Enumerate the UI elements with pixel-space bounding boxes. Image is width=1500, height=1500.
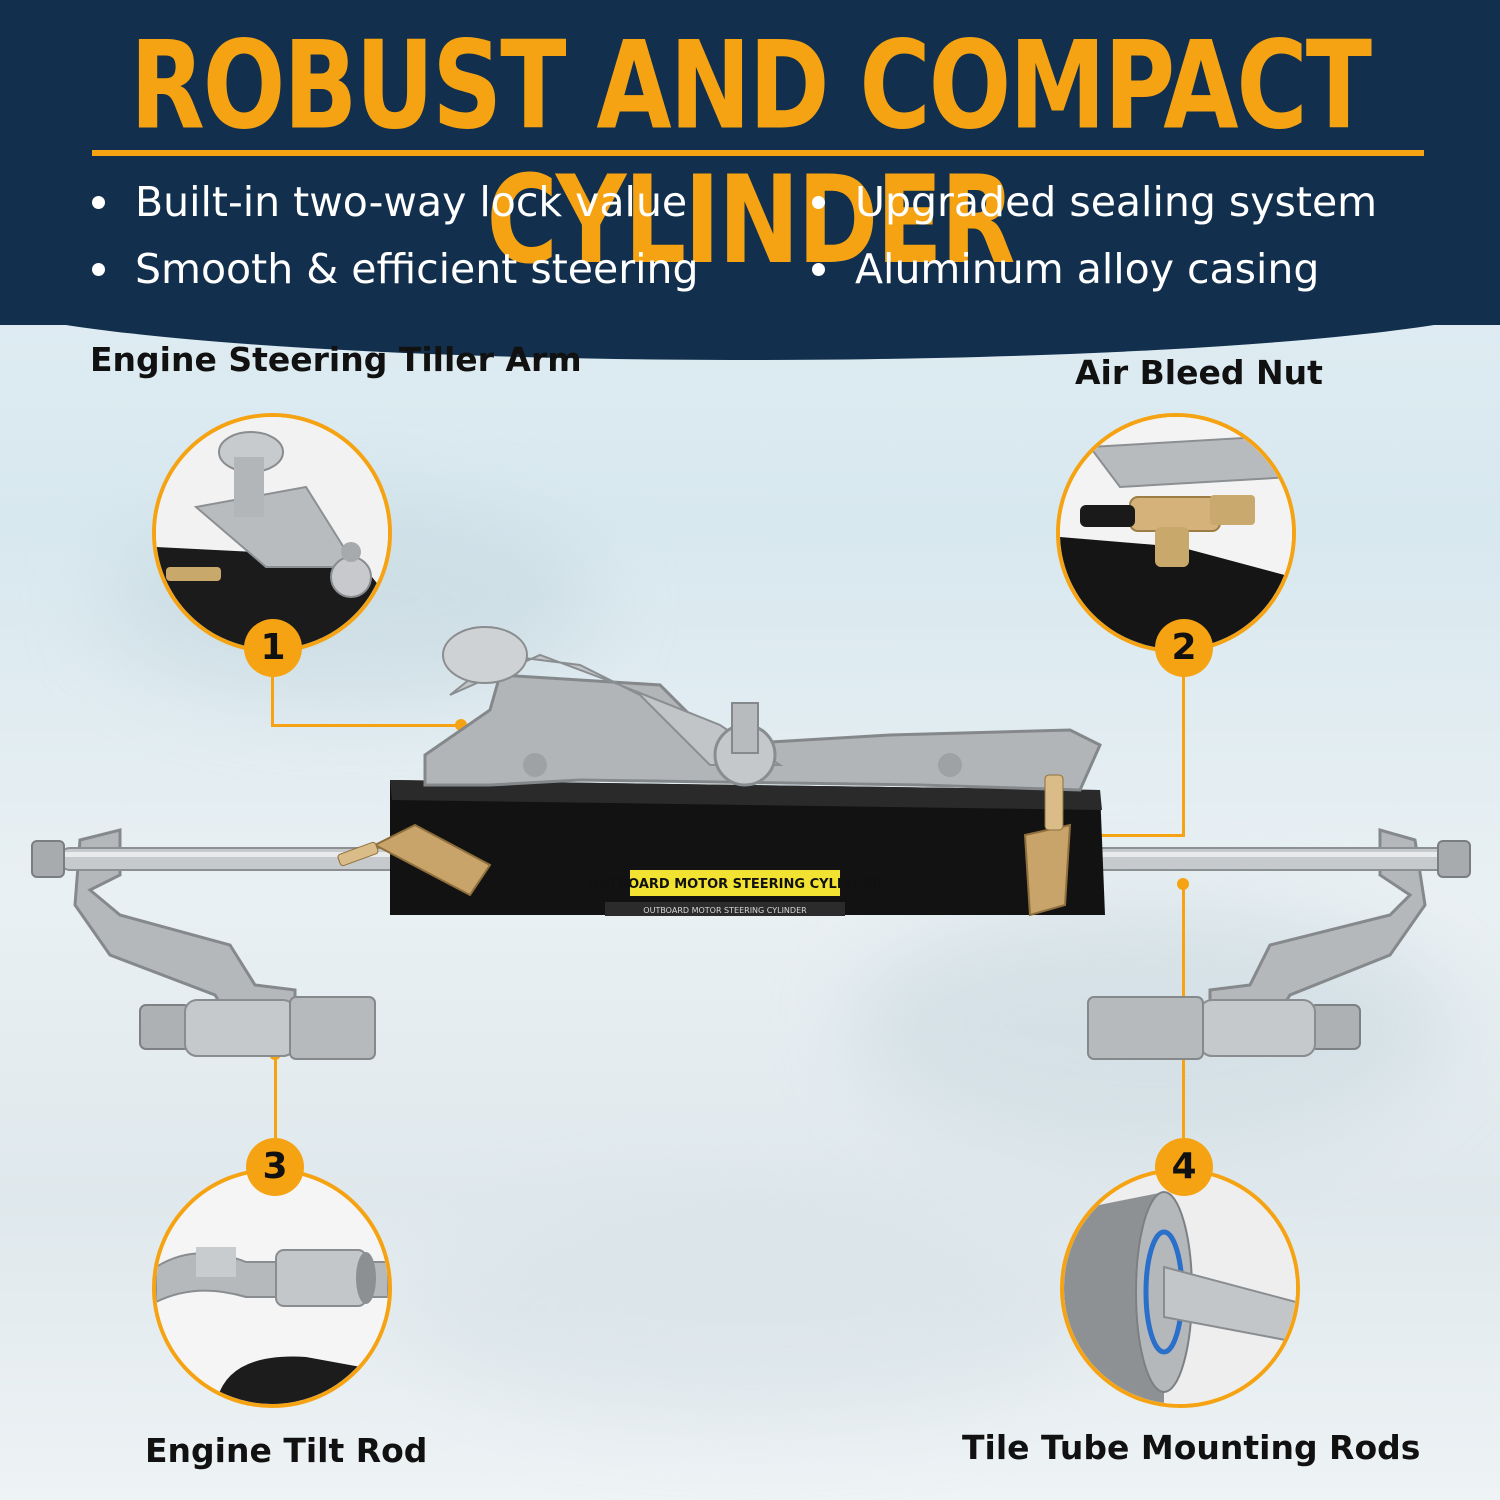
tilt-rod-nut <box>139 1004 191 1050</box>
callout-badge-3: 3 <box>246 1138 304 1196</box>
tiller-arm-detail-image <box>156 417 388 649</box>
left-bracket <box>73 828 297 1037</box>
tilt-rod-coupler <box>1087 996 1204 1060</box>
cylinder-top-edge <box>390 780 1102 810</box>
cylinder-label-plate <box>630 870 840 896</box>
cylinder-sublabel-plate <box>605 902 845 916</box>
callout-label-air-bleed-nut: Air Bleed Nut <box>1075 353 1323 392</box>
feature-item: Built-in two-way lock value <box>92 177 687 227</box>
header-band <box>0 0 1500 325</box>
callout-badge-1: 1 <box>244 619 302 677</box>
right-bracket <box>1208 828 1427 1037</box>
callout-badge-4: 4 <box>1155 1138 1213 1196</box>
tilt-rod-coupler <box>289 996 376 1060</box>
tilt-rod-detail-image <box>156 1172 388 1404</box>
tilt-rod-fitting <box>1199 999 1316 1057</box>
valve-nipple-left <box>337 841 379 867</box>
callout-badge-2: 2 <box>1155 619 1213 677</box>
bullet-dot-icon <box>92 195 105 209</box>
end-nut <box>1437 840 1471 878</box>
detail-circle-tilt-rod <box>152 1168 392 1408</box>
callout-line <box>271 724 461 727</box>
tilt-rod-fitting <box>184 999 296 1057</box>
mounting-rods-detail-image <box>1064 1172 1296 1404</box>
mount-bolt <box>523 753 547 777</box>
feature-item: Aluminum alloy casing <box>812 244 1319 294</box>
center-bolt <box>731 702 759 754</box>
page-title: ROBUST AND COMPACT CYLINDER <box>129 16 1372 292</box>
background-mist <box>400 1200 1100 1420</box>
valve-nipple-right <box>1044 774 1064 831</box>
callout-line <box>271 675 274 727</box>
steering-cylinder-image: OUTBOARD MOTOR STEERING CYLINDER OUTBOAR… <box>31 626 1471 1060</box>
callout-label-tiller-arm: Engine Steering Tiller Arm <box>90 340 582 379</box>
mount-bolt <box>938 753 962 777</box>
feature-item: Smooth & efficient steering <box>92 244 699 294</box>
callout-line <box>274 1053 277 1143</box>
feature-item: Upgraded sealing system <box>812 177 1377 227</box>
cylinder-body <box>390 780 1105 915</box>
bullet-dot-icon <box>812 262 825 276</box>
brass-valve-right <box>1023 823 1072 917</box>
cylinder-label: OUTBOARD MOTOR STEERING CYLINDER <box>588 877 882 892</box>
end-nut <box>31 840 65 878</box>
cylinder-sublabel: OUTBOARD MOTOR STEERING CYLINDER <box>643 906 807 915</box>
bullet-dot-icon <box>812 195 825 209</box>
callout-label-tilt-rod: Engine Tilt Rod <box>145 1431 428 1470</box>
title-underline <box>92 150 1424 156</box>
tiller-arm-plate <box>423 673 1102 792</box>
tilt-rod-nut <box>1309 1004 1361 1050</box>
bullet-dot-icon <box>92 262 105 276</box>
air-bleed-nut-detail-image <box>1060 417 1292 649</box>
callout-label-mounting-rods: Tile Tube Mounting Rods <box>962 1428 1421 1467</box>
detail-circle-mounting-rods <box>1060 1168 1300 1408</box>
callout-point <box>1177 878 1189 890</box>
callout-line <box>1055 834 1185 837</box>
tiller-arm-pivot <box>442 626 528 684</box>
callout-line <box>1182 676 1185 836</box>
brass-valve-left <box>372 823 492 897</box>
